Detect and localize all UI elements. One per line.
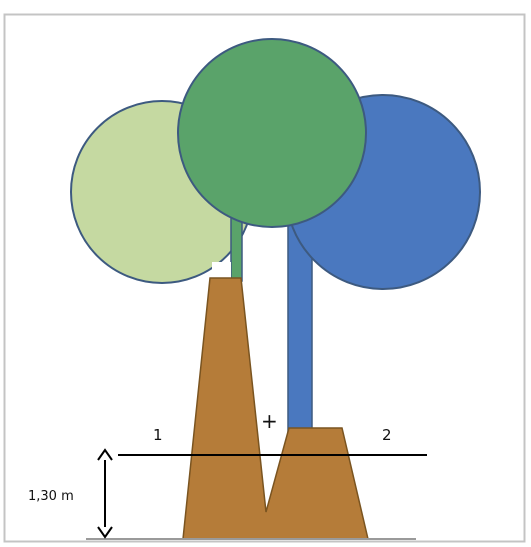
tree-1-label: 1: [153, 426, 163, 444]
tree-2-label: 2: [382, 426, 392, 444]
center-tree-canopy: [177, 38, 367, 228]
junction-marker: +: [261, 409, 278, 433]
canopy-gap: [212, 262, 231, 278]
measure-arrow-icon: [97, 448, 113, 539]
forked-trunk: [182, 277, 369, 540]
center-tree-stem: [230, 214, 243, 282]
height-label: 1,30 m: [28, 489, 74, 504]
